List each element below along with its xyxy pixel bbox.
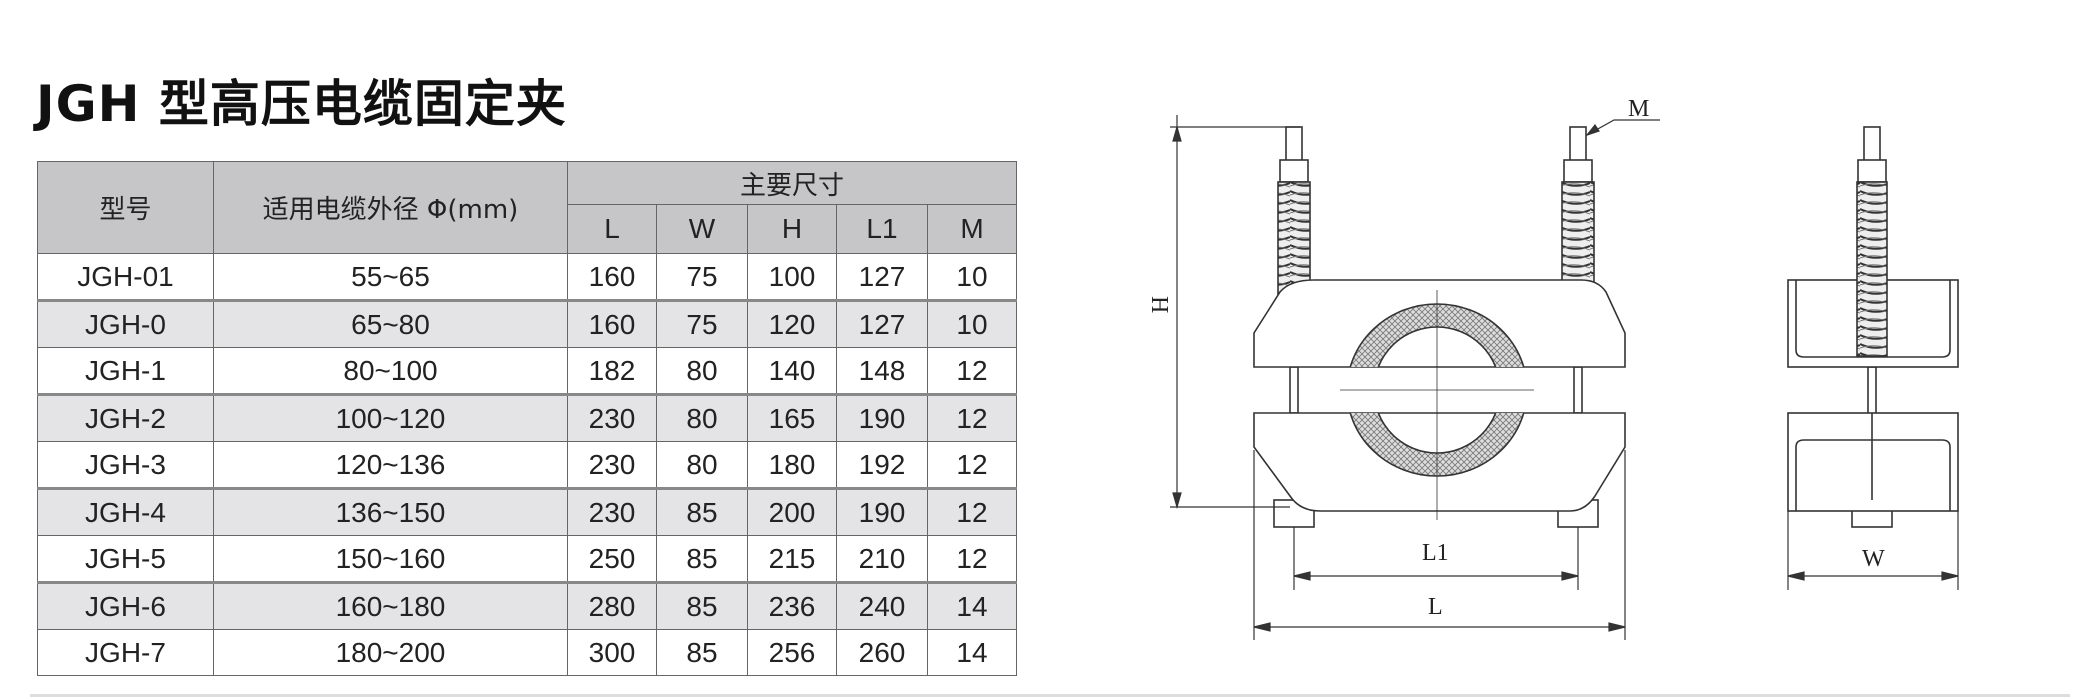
cell-M: 12 — [926, 347, 1018, 395]
cell-diameter: 160~180 — [213, 581, 568, 630]
cell-M: 14 — [926, 629, 1018, 676]
page-title: JGH 型高压电缆固定夹 — [36, 75, 567, 133]
cell-W: 80 — [656, 347, 748, 395]
cell-W: 75 — [656, 299, 748, 348]
cell-model: JGH-0 — [37, 299, 214, 348]
cell-H: 215 — [747, 535, 837, 583]
cell-H: 140 — [747, 347, 837, 395]
cell-model: JGH-1 — [37, 347, 214, 395]
dimension-lines — [1170, 115, 1959, 640]
cell-diameter: 120~136 — [213, 441, 568, 489]
cell-diameter: 55~65 — [213, 253, 568, 301]
cell-L1: 127 — [836, 299, 928, 348]
cell-diameter: 150~160 — [213, 535, 568, 583]
cell-L1: 260 — [836, 629, 928, 676]
cell-M: 12 — [926, 393, 1018, 442]
cell-diameter: 100~120 — [213, 393, 568, 442]
cell-W: 85 — [656, 487, 748, 536]
cell-L1: 240 — [836, 581, 928, 630]
label-L: L — [1428, 594, 1443, 620]
cell-L: 160 — [567, 299, 657, 348]
header-model: 型号 — [37, 161, 214, 254]
cell-W: 85 — [656, 581, 748, 630]
cell-H: 236 — [747, 581, 837, 630]
cell-L: 230 — [567, 487, 657, 536]
cell-W: 80 — [656, 441, 748, 489]
header-diameter: 适用电缆外径 Φ(mm) — [213, 161, 568, 254]
cell-L1: 127 — [836, 253, 928, 301]
cell-L: 250 — [567, 535, 657, 583]
cell-diameter: 136~150 — [213, 487, 568, 536]
front-view — [1253, 126, 1626, 528]
cell-M: 12 — [926, 487, 1018, 536]
cell-H: 120 — [747, 299, 837, 348]
cell-L: 230 — [567, 393, 657, 442]
cell-W: 85 — [656, 629, 748, 676]
cell-L1: 192 — [836, 441, 928, 489]
cell-L: 280 — [567, 581, 657, 630]
cable-insert-upper — [1349, 303, 1525, 367]
cell-H: 165 — [747, 393, 837, 442]
cell-model: JGH-2 — [37, 393, 214, 442]
cell-L1: 148 — [836, 347, 928, 395]
side-view — [1787, 126, 1959, 528]
cell-model: JGH-3 — [37, 441, 214, 489]
cell-model: JGH-7 — [37, 629, 214, 676]
cell-model: JGH-01 — [37, 253, 214, 301]
label-L1: L1 — [1422, 540, 1449, 566]
cell-model: JGH-5 — [37, 535, 214, 583]
header-main-dims: 主要尺寸 — [566, 161, 1018, 205]
cable-insert-lower — [1349, 413, 1525, 477]
cell-M: 14 — [926, 581, 1018, 630]
cell-H: 180 — [747, 441, 837, 489]
cell-diameter: 80~100 — [213, 347, 568, 395]
cell-diameter: 65~80 — [213, 299, 568, 348]
cell-model: JGH-6 — [37, 581, 214, 630]
cell-L1: 190 — [836, 487, 928, 536]
cell-L: 182 — [567, 347, 657, 395]
cell-H: 100 — [747, 253, 837, 301]
divider — [30, 694, 2070, 697]
label-H: H — [1146, 296, 1172, 313]
cell-L1: 210 — [836, 535, 928, 583]
cell-M: 10 — [926, 299, 1018, 348]
header-H: H — [747, 204, 837, 254]
cell-model: JGH-4 — [37, 487, 214, 536]
label-M: M — [1628, 96, 1649, 122]
header-L1: L1 — [836, 204, 928, 254]
header-M: M — [926, 204, 1018, 254]
cell-diameter: 180~200 — [213, 629, 568, 676]
cell-M: 10 — [926, 253, 1018, 301]
cell-L: 160 — [567, 253, 657, 301]
label-W: W — [1862, 546, 1885, 572]
cell-W: 75 — [656, 253, 748, 301]
cell-W: 80 — [656, 393, 748, 442]
cell-M: 12 — [926, 535, 1018, 583]
cell-L1: 190 — [836, 393, 928, 442]
cell-W: 85 — [656, 535, 748, 583]
cell-H: 200 — [747, 487, 837, 536]
cell-L: 300 — [567, 629, 657, 676]
